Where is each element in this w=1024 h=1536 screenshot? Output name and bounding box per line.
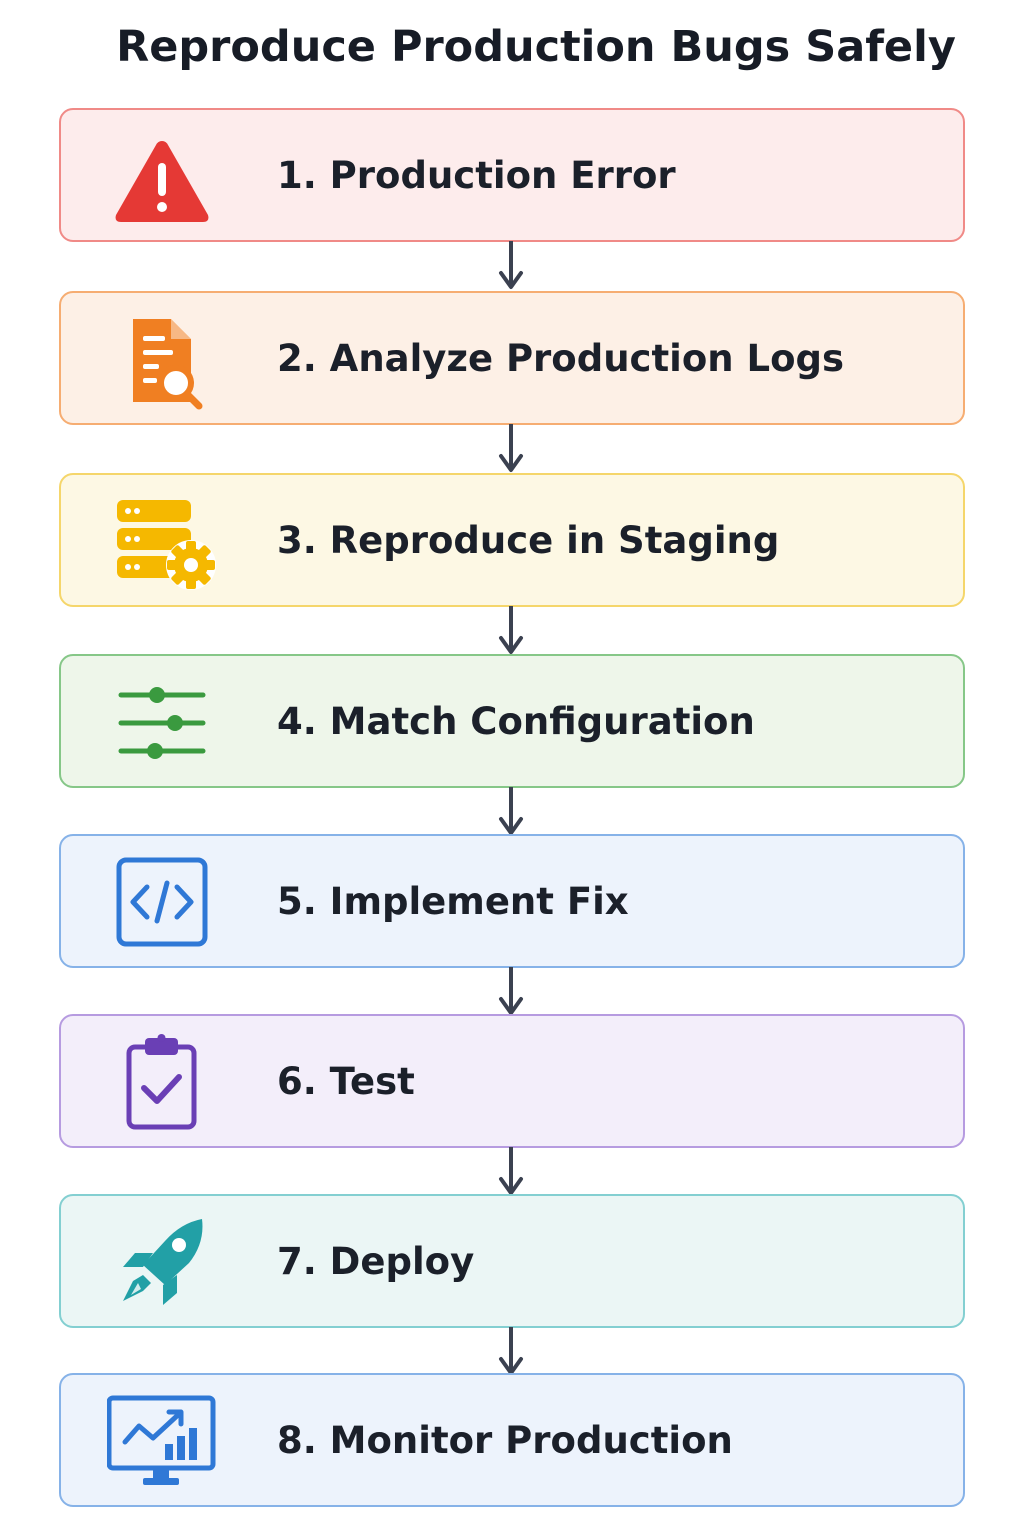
step-deploy: 7. Deploy xyxy=(59,1194,965,1328)
server-gear-icon xyxy=(107,492,217,592)
arrow-down xyxy=(497,241,525,293)
sliders-icon xyxy=(107,673,217,773)
arrow-down xyxy=(497,967,525,1019)
step-label: 5. Implement Fix xyxy=(277,879,629,923)
step-label: 8. Monitor Production xyxy=(277,1418,733,1462)
step-production-error: 1. Production Error xyxy=(59,108,965,242)
arrow-down xyxy=(497,1327,525,1379)
step-label: 1. Production Error xyxy=(277,153,676,197)
warning-triangle-icon xyxy=(107,127,217,227)
arrow-down xyxy=(497,787,525,839)
step-match-configuration: 4. Match Configuration xyxy=(59,654,965,788)
step-label: 2. Analyze Production Logs xyxy=(277,336,844,380)
document-search-icon xyxy=(107,310,217,410)
arrow-down xyxy=(497,606,525,658)
step-analyze-logs: 2. Analyze Production Logs xyxy=(59,291,965,425)
code-icon xyxy=(107,853,217,953)
arrow-down xyxy=(497,424,525,476)
monitor-chart-icon xyxy=(107,1392,217,1492)
step-reproduce-staging: 3. Reproduce in Staging xyxy=(59,473,965,607)
step-label: 7. Deploy xyxy=(277,1239,475,1283)
arrow-down xyxy=(497,1147,525,1199)
step-label: 6. Test xyxy=(277,1059,415,1103)
step-test: 6. Test xyxy=(59,1014,965,1148)
rocket-icon xyxy=(107,1213,217,1313)
step-implement-fix: 5. Implement Fix xyxy=(59,834,965,968)
step-monitor-production: 8. Monitor Production xyxy=(59,1373,965,1507)
step-label: 3. Reproduce in Staging xyxy=(277,518,780,562)
diagram-title: Reproduce Production Bugs Safely xyxy=(116,22,956,72)
clipboard-check-icon xyxy=(107,1033,217,1133)
step-label: 4. Match Configuration xyxy=(277,699,755,743)
